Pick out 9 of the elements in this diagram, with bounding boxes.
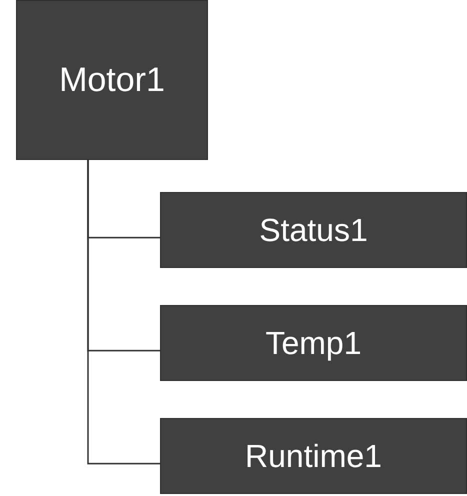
node-label: Runtime1 <box>245 440 382 472</box>
node-box <box>16 0 208 160</box>
node-label: Motor1 <box>59 63 165 97</box>
node-box <box>160 305 467 381</box>
node-box <box>160 418 467 494</box>
node-box <box>160 192 467 268</box>
connector-line <box>87 160 160 464</box>
node-label: Status1 <box>259 214 368 246</box>
node-label: Temp1 <box>265 327 362 359</box>
